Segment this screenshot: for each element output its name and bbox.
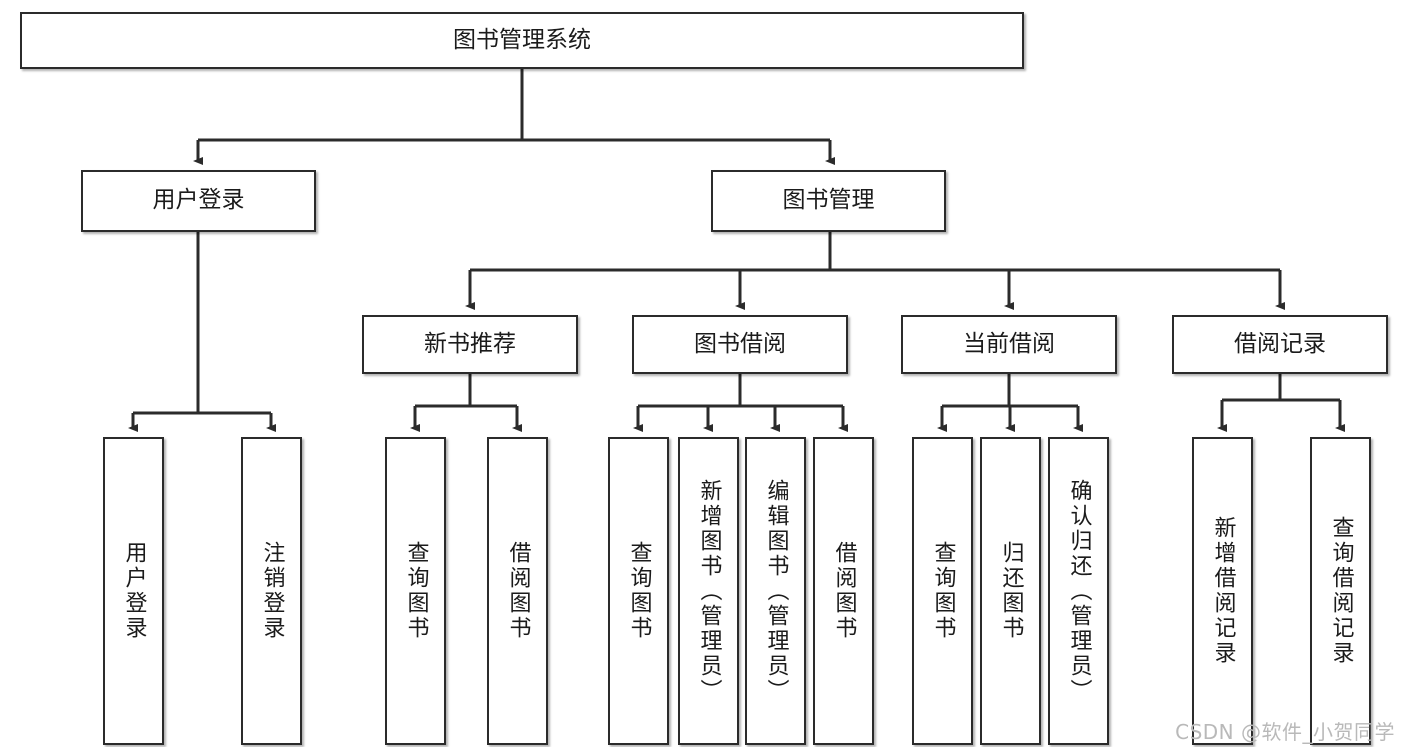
- node-label: 借阅记录: [1234, 330, 1326, 357]
- node-leaf-logout[interactable]: 注销登录: [241, 437, 302, 745]
- node-label: 借阅图书: [505, 541, 531, 641]
- node-leaf-query-borrow-record[interactable]: 查询借阅记录: [1310, 437, 1371, 745]
- node-label: 归还图书: [998, 541, 1024, 641]
- node-label: 借阅图书: [831, 541, 857, 641]
- node-label: 图书管理系统: [453, 26, 591, 53]
- node-leaf-query-book-borrow[interactable]: 查询图书: [608, 437, 669, 745]
- node-label: 新增借阅记录: [1210, 516, 1236, 666]
- node-label: 查询图书: [930, 541, 956, 641]
- watermark-csdn: CSDN @软件_小贺同学: [1175, 720, 1395, 744]
- node-borrow-record[interactable]: 借阅记录: [1172, 315, 1388, 374]
- node-leaf-add-borrow-record[interactable]: 新增借阅记录: [1192, 437, 1253, 745]
- node-current-borrow[interactable]: 当前借阅: [901, 315, 1117, 374]
- node-leaf-edit-book-admin[interactable]: 编辑图书（管理员）: [745, 437, 806, 745]
- node-label: 确认归还（管理员）: [1066, 478, 1092, 704]
- node-new-book-recommend[interactable]: 新书推荐: [362, 315, 578, 374]
- node-label: 查询图书: [626, 541, 652, 641]
- node-label: 图书借阅: [694, 330, 786, 357]
- node-label: 编辑图书（管理员）: [763, 478, 789, 704]
- node-label: 用户登录: [152, 187, 245, 214]
- node-leaf-borrow-book-recommend[interactable]: 借阅图书: [487, 437, 548, 745]
- node-label: 当前借阅: [963, 330, 1055, 357]
- node-label: 新书推荐: [424, 330, 516, 357]
- node-label: 查询借阅记录: [1328, 516, 1354, 666]
- node-leaf-confirm-return-admin[interactable]: 确认归还（管理员）: [1048, 437, 1109, 745]
- node-label: 查询图书: [403, 541, 429, 641]
- node-label: 注销登录: [259, 541, 285, 641]
- node-leaf-user-login[interactable]: 用户登录: [103, 437, 164, 745]
- node-leaf-query-book-current[interactable]: 查询图书: [912, 437, 973, 745]
- node-label: 新增图书（管理员）: [696, 478, 722, 704]
- node-book-borrow[interactable]: 图书借阅: [632, 315, 848, 374]
- node-leaf-add-book-admin[interactable]: 新增图书（管理员）: [678, 437, 739, 745]
- node-leaf-return-book[interactable]: 归还图书: [980, 437, 1041, 745]
- node-leaf-borrow-book[interactable]: 借阅图书: [813, 437, 874, 745]
- node-root-book-management-system[interactable]: 图书管理系统: [20, 12, 1024, 69]
- node-book-management[interactable]: 图书管理: [711, 170, 946, 232]
- node-leaf-query-book-recommend[interactable]: 查询图书: [385, 437, 446, 745]
- node-label: 用户登录: [121, 541, 147, 641]
- node-user-login[interactable]: 用户登录: [81, 170, 316, 232]
- node-label: 图书管理: [782, 187, 875, 214]
